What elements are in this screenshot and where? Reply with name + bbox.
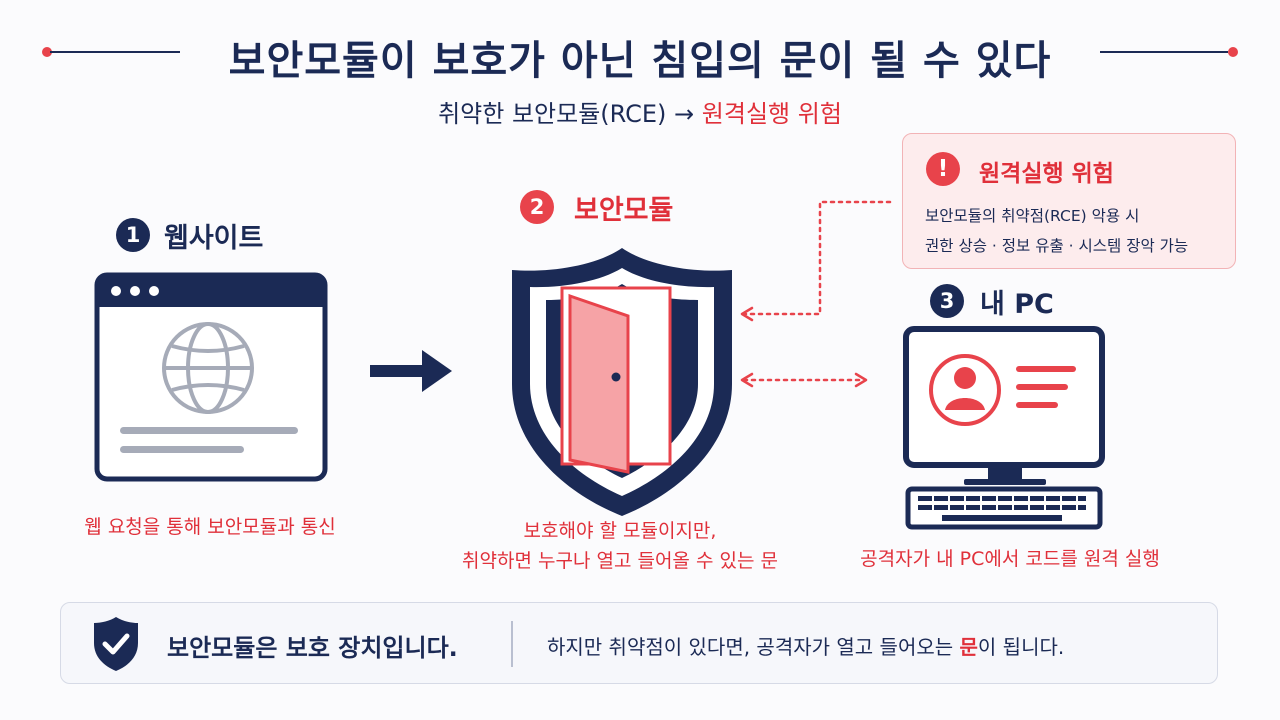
step-3-caption: 공격자가 내 PC에서 코드를 원격 실행 bbox=[860, 548, 1160, 570]
step-2-number: 2 bbox=[520, 190, 554, 224]
summary-divider bbox=[511, 621, 513, 667]
subtitle-prefix: 취약한 보안모듈(RCE) → bbox=[438, 100, 695, 128]
step-1-number: 1 bbox=[116, 218, 150, 252]
title-rule-right bbox=[1100, 51, 1228, 53]
step-2-caption-line-2: 취약하면 누구나 열고 들어올 수 있는 문 bbox=[462, 550, 778, 572]
step-1-caption: 웹 요청을 통해 보안모듈과 통신 bbox=[84, 516, 336, 538]
subtitle-highlight: 원격실행 위험 bbox=[701, 100, 842, 128]
warning-line-1: 보안모듈의 취약점(RCE) 악용 시 bbox=[925, 207, 1140, 225]
summary-main-text: 보안모듈은 보호 장치입니다. bbox=[167, 634, 458, 662]
title-dot-left bbox=[42, 47, 52, 57]
step-3-label: 내 PC bbox=[980, 289, 1054, 320]
alert-icon: ! bbox=[926, 152, 960, 186]
page-subtitle: 취약한 보안모듈(RCE) → 원격실행 위험 bbox=[0, 94, 1280, 129]
summary-sub-text: 하지만 취약점이 있다면, 공격자가 열고 들어오는 문이 됩니다. bbox=[547, 631, 1064, 660]
browser-window-icon bbox=[94, 272, 328, 482]
summary-sub-highlight: 문 bbox=[959, 635, 978, 659]
shield-door-icon bbox=[512, 248, 732, 516]
desktop-pc-icon bbox=[903, 326, 1105, 530]
step-2-caption-line-1: 보호해야 할 모듈이지만, bbox=[523, 520, 717, 542]
title-dot-right bbox=[1228, 47, 1238, 57]
step-2-caption: 보호해야 할 모듈이지만, 취약하면 누구나 열고 들어올 수 있는 문 bbox=[430, 516, 810, 576]
warning-line-2: 권한 상승 · 정보 유출 · 시스템 장악 가능 bbox=[925, 237, 1189, 255]
summary-sub-before: 하지만 취약점이 있다면, 공격자가 열고 들어오는 bbox=[547, 635, 960, 659]
arrow-right-icon bbox=[370, 350, 452, 392]
summary-sub-after: 이 됩니다. bbox=[977, 635, 1065, 659]
step-3-number: 3 bbox=[930, 284, 964, 318]
page-title: 보안모듈이 보호가 아닌 침입의 문이 될 수 있다 bbox=[228, 38, 1052, 84]
warning-box: ! 원격실행 위험 보안모듈의 취약점(RCE) 악용 시 권한 상승 · 정보… bbox=[902, 133, 1236, 269]
step-2-label: 보안모듈 bbox=[574, 195, 674, 226]
warning-title: 원격실행 위험 bbox=[979, 161, 1114, 187]
shield-check-icon bbox=[94, 617, 138, 671]
dotted-connectors bbox=[740, 200, 892, 388]
step-1-label: 웹사이트 bbox=[164, 223, 264, 254]
title-rule-left bbox=[50, 51, 180, 53]
summary-bar: 보안모듈은 보호 장치입니다. 하지만 취약점이 있다면, 공격자가 열고 들어… bbox=[60, 602, 1218, 684]
